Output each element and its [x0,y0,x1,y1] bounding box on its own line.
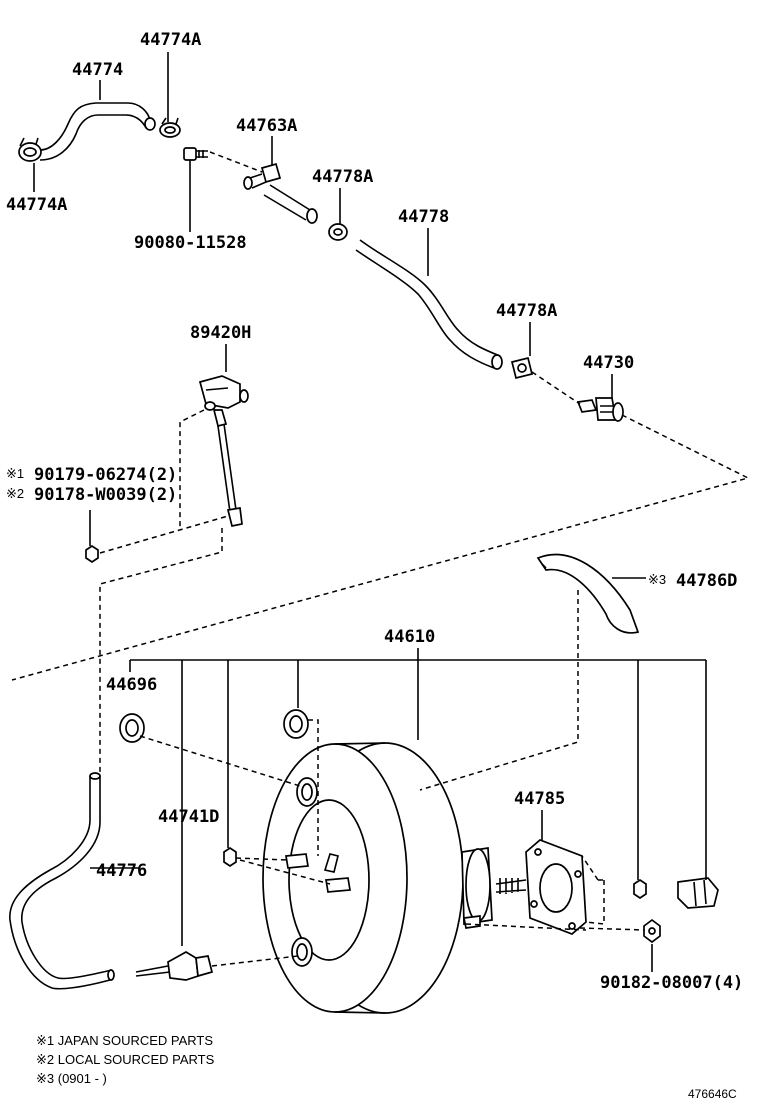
brake-booster-44610 [262,742,527,1014]
footnote-local-sourced: ※2 LOCAL SOURCED PARTS [36,1052,215,1067]
grommet-44610-ring [283,709,309,739]
footnote-date-range: ※3 (0901 - ) [36,1071,107,1086]
label-44610: 44610 [384,627,435,647]
figure-id: 476646C [688,1087,737,1101]
mark-1: ※1 [6,466,24,481]
label-44778a-upper: 44778A [312,167,373,187]
nut-90179 [85,544,99,564]
clamp-44778a-upper [328,223,348,241]
label-44730: 44730 [583,353,634,373]
label-44778: 44778 [398,207,449,227]
clip-44610-right [677,877,719,909]
seal-44786d [536,553,640,634]
label-44774a-left: 44774A [6,195,67,215]
hose-44776 [9,772,115,990]
nut-44610-right [633,878,647,900]
label-44741d: 44741D [158,807,219,827]
label-44785: 44785 [514,789,565,809]
label-44774: 44774 [72,60,123,80]
footnote-japan-sourced: ※1 JAPAN SOURCED PARTS [36,1033,213,1048]
label-44696: 44696 [106,675,157,695]
hose-44774 [39,102,156,161]
label-89420h: 89420H [190,323,251,343]
label-90080-11528: 90080-11528 [134,233,247,253]
hose-44778 [355,239,503,370]
label-44786d: 44786D [676,571,737,591]
check-valve-44730 [576,397,624,422]
label-90178-w0039: 90178-W0039(2) [34,485,177,505]
bolt-90080-11528 [183,147,208,161]
clamp-44774a-top [159,117,181,138]
clamp-44778a-lower [510,356,534,380]
nut-90182 [643,918,661,944]
nut-44741d [223,846,237,868]
clamp-44774a-left [18,137,42,162]
label-44776: 44776 [96,861,147,881]
gasket-44785 [525,839,587,935]
mark-2: ※2 [6,486,24,501]
vacuum-sensor-89420h [198,375,249,527]
union-44763a [243,162,318,224]
label-44778a-lower: 44778A [496,301,557,321]
label-90179-06274: 90179-06274(2) [34,465,177,485]
grommet-44696 [119,713,145,743]
label-44774a-top: 44774A [140,30,201,50]
union-44741d [135,951,214,981]
label-44763a: 44763A [236,116,297,136]
label-90182-08007: 90182-08007(4) [600,973,743,993]
mark-3: ※3 [648,572,666,587]
